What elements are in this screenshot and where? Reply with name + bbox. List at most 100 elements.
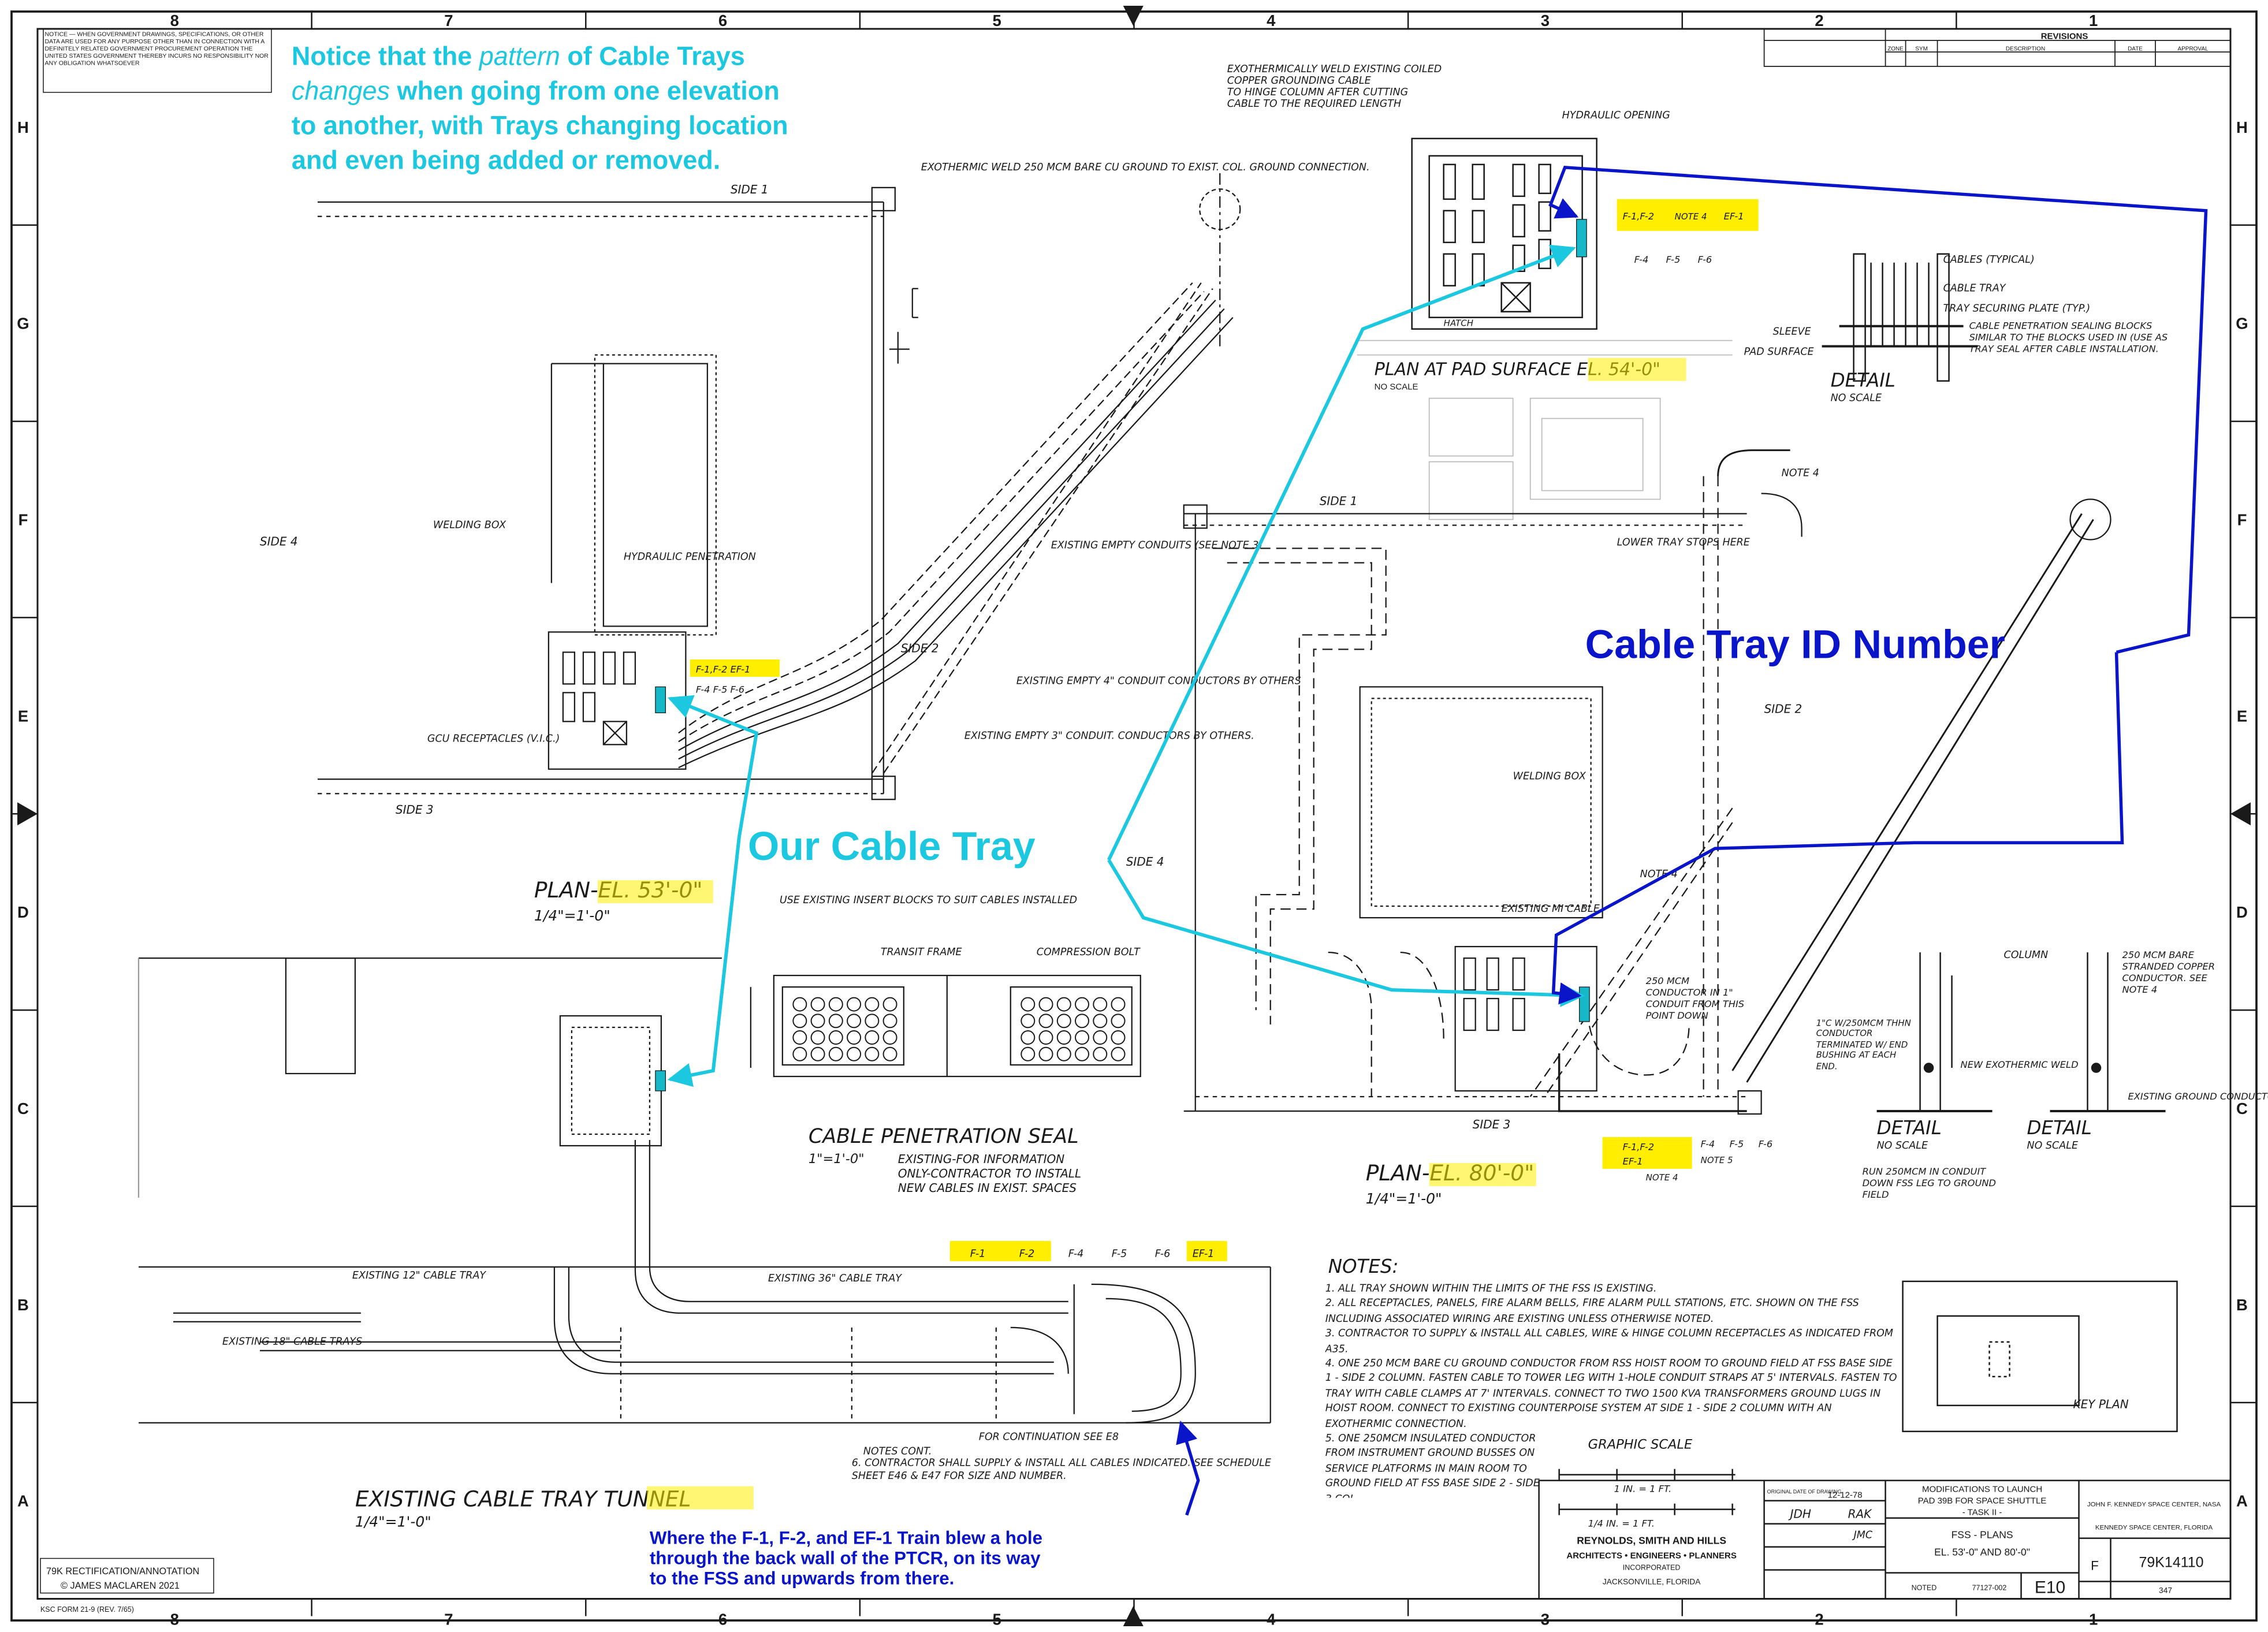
annotation-pattern-line-1: Notice that the pattern of Cable Trays: [292, 41, 745, 70]
seal-block-circle: [1075, 997, 1090, 1012]
label-existing-18: EXISTING 18" CABLE TRAYS: [222, 1336, 362, 1348]
tag-tunnel-f5: F-5: [1112, 1248, 1127, 1260]
sheet-title-2: EL. 53'-0" AND 80'-0": [1934, 1547, 2030, 1558]
tag-el80-note4: NOTE 4: [1646, 1172, 1678, 1183]
label-welding-box-80: WELDING BOX: [1513, 770, 1587, 782]
tunnel-linework: [138, 1139, 1271, 1424]
label-insert-blocks: USE EXISTING INSERT BLOCKS TO SUIT CABLE…: [780, 895, 1077, 906]
tag-pad-f1f2: F-1,F-2: [1623, 211, 1654, 222]
rev-col-description: DESCRIPTION: [2006, 46, 2045, 52]
border-column-label: 6: [718, 12, 727, 29]
label-bare-conductor: 250 MCM BARE STRANDED COPPER CONDUCTOR. …: [2122, 949, 2215, 996]
drawing-number: 79K14110: [2139, 1555, 2203, 1571]
seal-block-circle: [828, 1014, 843, 1029]
annotation-blew-hole-2: through the back wall of the PTCR, on it…: [650, 1548, 1041, 1568]
label-side-2-a: SIDE 2: [901, 641, 939, 655]
tag-el80-ef1: EF-1: [1623, 1156, 1643, 1167]
notes-list: 1. ALL TRAY SHOWN WITHIN THE LIMITS OF T…: [1325, 1281, 1897, 1497]
seal-block-circle: [882, 997, 897, 1012]
seal-linework: [750, 974, 1141, 1078]
seal-block-circle: [865, 997, 880, 1012]
seal-block-circle: [792, 1014, 807, 1029]
project-line-2: PAD 39B FOR SPACE SHUTTLE: [1918, 1496, 2047, 1506]
center-arrow-right: [2230, 802, 2251, 826]
border-column-label: 3: [1541, 1611, 1550, 1629]
seal-block-circle: [1038, 1046, 1053, 1061]
border-row-label: A: [17, 1492, 29, 1510]
seal-block-circle: [1038, 997, 1053, 1012]
seal-block-circle: [810, 997, 825, 1012]
border-row-label: H: [17, 118, 29, 136]
drafter-initials: JDH: [1788, 1507, 1811, 1521]
seal-title: CABLE PENETRATION SEAL: [809, 1125, 1079, 1148]
center-arrow-left: [17, 802, 38, 826]
tunnel-title: EXISTING CABLE TRAY TUNNEL: [355, 1486, 691, 1512]
seal-block-circle: [1056, 1030, 1071, 1045]
note-item: 2. ALL RECEPTACLES, PANELS, FIRE ALARM B…: [1325, 1298, 1859, 1325]
label-lower-tray: LOWER TRAY STOPS HERE: [1617, 537, 1751, 549]
seal-block-circle: [847, 1030, 862, 1045]
seal-block-circle: [792, 997, 807, 1012]
seal-block-circle: [828, 1030, 843, 1045]
sheet-border: [10, 10, 2258, 1622]
note-item: 4. ONE 250 MCM BARE CU GROUND CONDUCTOR …: [1325, 1358, 1897, 1430]
tag-el80-f5: F-5: [1730, 1138, 1744, 1149]
detail-a-title: DETAIL: [1831, 370, 1895, 392]
tag-tunnel-ef1: EF-1: [1193, 1248, 1215, 1260]
seal-block-circle: [1056, 997, 1071, 1012]
label-existing-36: EXISTING 36" CABLE TRAY: [768, 1273, 902, 1284]
annotation-pattern-line-3: to another, with Trays changing location: [292, 110, 788, 140]
note-item: 3. CONTRACTOR TO SUPPLY & INSTALL ALL CA…: [1325, 1328, 1893, 1355]
drawing-size: F: [2091, 1559, 2099, 1573]
pad-el-highlight: [1588, 357, 1686, 381]
sheet-title-1: FSS - PLANS: [1952, 1529, 2013, 1541]
seal-block-circle: [810, 1046, 825, 1061]
seal-block-circle: [847, 1046, 862, 1061]
border-column-label: 7: [444, 12, 453, 29]
label-note-4-b: NOTE 4: [1640, 869, 1678, 880]
label-existing-ground: EXISTING GROUND CONDUCTORS: [2128, 1091, 2268, 1102]
seal-block-circle: [1075, 1030, 1090, 1045]
project-line-1: MODIFICATIONS TO LAUNCH: [1922, 1485, 2042, 1495]
seal-block-circle: [1038, 1014, 1053, 1029]
tag-el80-f1f2: F-1,F-2: [1623, 1141, 1654, 1152]
label-for-continuation: FOR CONTINUATION SEE E8: [979, 1432, 1119, 1443]
graphic-scale-title: GRAPHIC SCALE: [1588, 1437, 1693, 1452]
annotation-stamp-1: 79K RECTIFICATION/ANNOTATION: [46, 1566, 199, 1577]
seal-block-circle: [1075, 1014, 1090, 1029]
label-side-3-b: SIDE 3: [1473, 1117, 1511, 1131]
rev-col-date: DATE: [2128, 46, 2143, 52]
tag-pad-note4: NOTE 4: [1675, 211, 1707, 222]
border-row-label: D: [17, 903, 29, 921]
blue-annotation-lines: [1176, 165, 2208, 1516]
key-plan-label: KEY PLAN: [2073, 1398, 2129, 1411]
center-arrow-bottom: [1123, 1606, 1144, 1627]
border-row-label: B: [2236, 1296, 2248, 1314]
label-existing-empty-3: EXISTING EMPTY 3" CONDUIT. CONDUCTORS BY…: [964, 730, 1254, 742]
border-column-label: 8: [170, 12, 179, 29]
label-run-250: RUN 250MCM IN CONDUIT DOWN FSS LEG TO GR…: [1862, 1165, 1997, 1201]
tags-pad: F-1,F-2 NOTE 4 EF-1 F-4 F-5 F-6: [1576, 199, 1759, 265]
orig-date-label: ORIGINAL DATE OF DRAWING: [1767, 1489, 1842, 1495]
label-side-1-b: SIDE 1: [1320, 494, 1358, 508]
border-row-label: C: [17, 1100, 29, 1117]
sheet-code: E10: [2035, 1578, 2065, 1597]
border-column-label: 2: [1815, 12, 1823, 29]
label-note-4-a: NOTE 4: [1782, 468, 1819, 479]
seal-block-circle: [1111, 1046, 1126, 1061]
seal-block-circle: [1056, 1014, 1071, 1029]
job-number: 77127-002: [1972, 1584, 2007, 1592]
seal-block-circle: [828, 1046, 843, 1061]
annotation-blew-hole-3: to the FSS and upwards from there.: [650, 1568, 954, 1589]
label-side-3-a: SIDE 3: [396, 803, 434, 817]
seal-block-circle: [865, 1030, 880, 1045]
border-row-label: A: [2236, 1492, 2248, 1510]
seal-block-circle: [1093, 1014, 1108, 1029]
detail-d-c-linework: [1876, 952, 2166, 1112]
engineer-initials: JMC: [1852, 1530, 1873, 1541]
seal-block-circle: [810, 1030, 825, 1045]
notice-text: NOTICE — WHEN GOVERNMENT DRAWINGS, SPECI…: [44, 30, 269, 66]
seal-note-2: ONLY-CONTRACTOR TO INSTALL: [898, 1167, 1081, 1180]
detail-a-linework: [1822, 253, 1978, 382]
